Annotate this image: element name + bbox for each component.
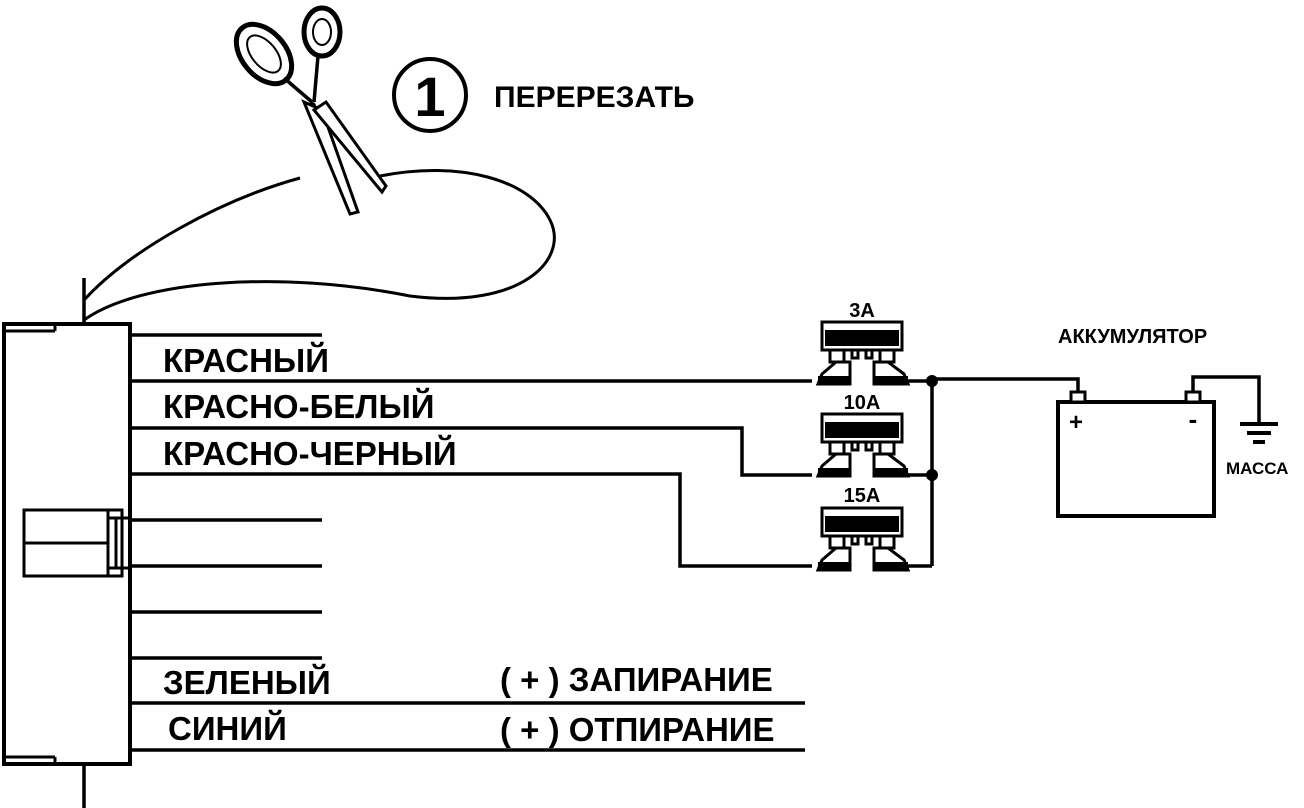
fuse-10a: 10А: [816, 392, 910, 478]
label-green: ЗЕЛЕНЫЙ: [163, 663, 331, 701]
junction-dot-top: [926, 375, 938, 387]
label-blue: СИНИЙ: [168, 709, 287, 747]
step-number: 1: [414, 65, 445, 128]
wire-group: [130, 333, 812, 752]
label-red-white: КРАСНО-БЕЛЫЙ: [163, 387, 435, 425]
battery-minus-sign: -: [1189, 404, 1198, 434]
battery-terminal-minus: [1184, 390, 1202, 404]
cut-wire-loop: [82, 176, 301, 302]
fuse-3a: 3А: [816, 300, 910, 386]
cut-wire-loop-return: [83, 169, 556, 322]
fuse-15a: 15А: [816, 485, 910, 572]
step-label: ПЕРЕРЕЗАТЬ: [494, 81, 694, 114]
battery: АККУМУЛЯТОР + -: [1056, 326, 1261, 518]
ground-icon: [1240, 422, 1278, 444]
label-unlock: ( + ) ОТПИРАНИЕ: [500, 711, 775, 748]
fuse-3a-label: 3А: [849, 300, 875, 322]
fuse-bus: [908, 375, 1080, 568]
fuse-15a-label: 15А: [844, 485, 881, 507]
connector-housing: [2, 278, 132, 808]
wire-red-white: [130, 426, 812, 477]
label-red-black: КРАСНО-ЧЕРНЫЙ: [163, 434, 457, 472]
scissors-icon: [233, 5, 388, 216]
ground-label: МАССА: [1226, 459, 1288, 478]
junction-dot-mid: [926, 469, 938, 481]
battery-plus-sign: +: [1069, 409, 1083, 436]
fuse-10a-label: 10А: [844, 392, 881, 414]
label-red: КРАСНЫЙ: [163, 341, 329, 379]
label-lock: ( + ) ЗАПИРАНИЕ: [500, 661, 773, 698]
step-marker: 1 ПЕРЕРЕЗАТЬ: [392, 57, 694, 133]
battery-terminal-plus: [1069, 390, 1087, 404]
battery-title: АККУМУЛЯТОР: [1058, 326, 1207, 348]
wire-red-black: [130, 472, 812, 568]
